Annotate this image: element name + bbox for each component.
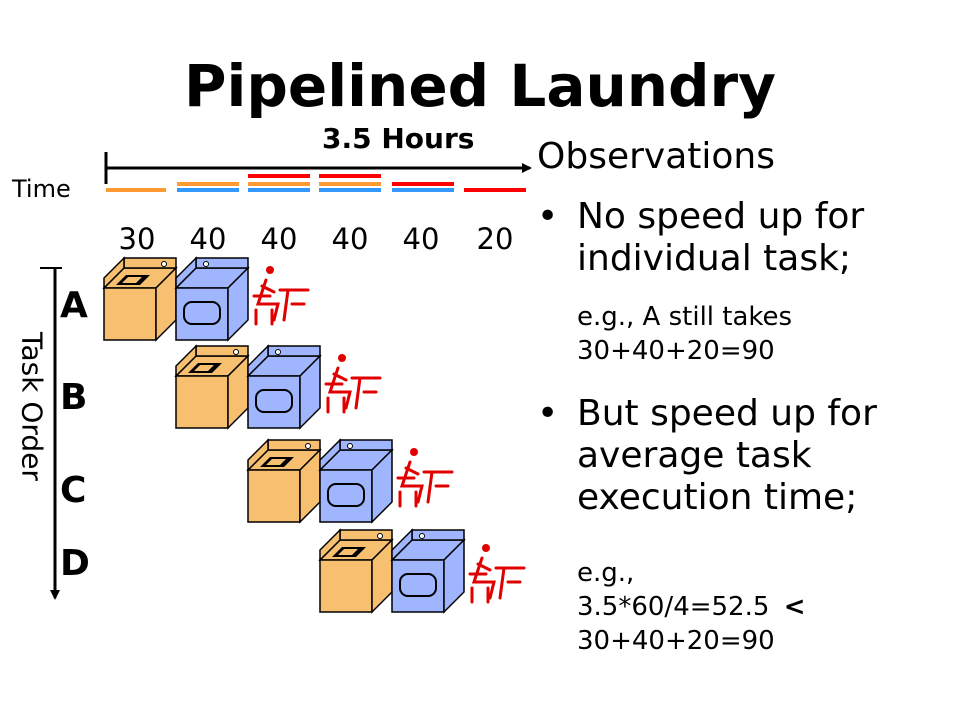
example-line: 30+40+20=90	[577, 626, 775, 656]
task-label-b: B	[60, 377, 88, 418]
observation-point-1: • No speed up for individual task;	[537, 196, 865, 280]
washer-c	[247, 439, 321, 523]
example-formula: 3.5*60/4=52.5	[577, 592, 770, 622]
bullet-icon: •	[537, 393, 559, 434]
example-line: 30+40+20=90	[577, 336, 775, 366]
washer-d	[319, 529, 393, 613]
example-1: e.g., A still takes 30+40+20=90	[577, 300, 792, 368]
observation-line: execution time;	[577, 477, 858, 518]
observations-heading: Observations	[537, 136, 775, 177]
task-label-c: C	[60, 470, 87, 511]
observation-point-2: • But speed up for average task executio…	[537, 393, 877, 519]
duration-tick: 40	[331, 222, 369, 256]
observation-line: individual task;	[577, 238, 852, 279]
task-label-a: A	[60, 285, 88, 326]
example-line: e.g.,	[577, 558, 635, 588]
dryer-d	[391, 529, 465, 613]
duration-tick: 30	[118, 222, 156, 256]
observation-line: average task	[577, 435, 812, 476]
observation-line: No speed up for	[577, 196, 865, 237]
duration-tick: 40	[189, 222, 227, 256]
folder-c	[396, 446, 454, 508]
folder-b	[324, 352, 382, 414]
observation-line: But speed up for	[577, 393, 877, 434]
folder-a	[252, 264, 310, 326]
total-duration-label: 3.5 Hours	[322, 122, 475, 155]
duration-tick: 40	[260, 222, 298, 256]
dryer-c	[319, 439, 393, 523]
less-than-operator: <	[783, 592, 806, 622]
washer-a	[103, 257, 177, 341]
dryer-b	[247, 345, 321, 429]
duration-tick: 20	[476, 222, 514, 256]
page-title: Pipelined Laundry	[184, 52, 776, 120]
example-line: e.g., A still takes	[577, 302, 793, 332]
duration-tick: 40	[402, 222, 440, 256]
dryer-a	[175, 257, 249, 341]
time-axis-label: Time	[12, 175, 71, 203]
task-label-d: D	[60, 543, 90, 584]
bullet-icon: •	[537, 196, 559, 237]
example-2: e.g., 3.5*60/4=52.5 < 30+40+20=90	[577, 556, 805, 658]
washer-b	[175, 345, 249, 429]
stage-bars	[106, 174, 526, 192]
example-line: 3.5*60/4=52.5 <	[577, 590, 805, 624]
folder-d	[468, 542, 526, 604]
